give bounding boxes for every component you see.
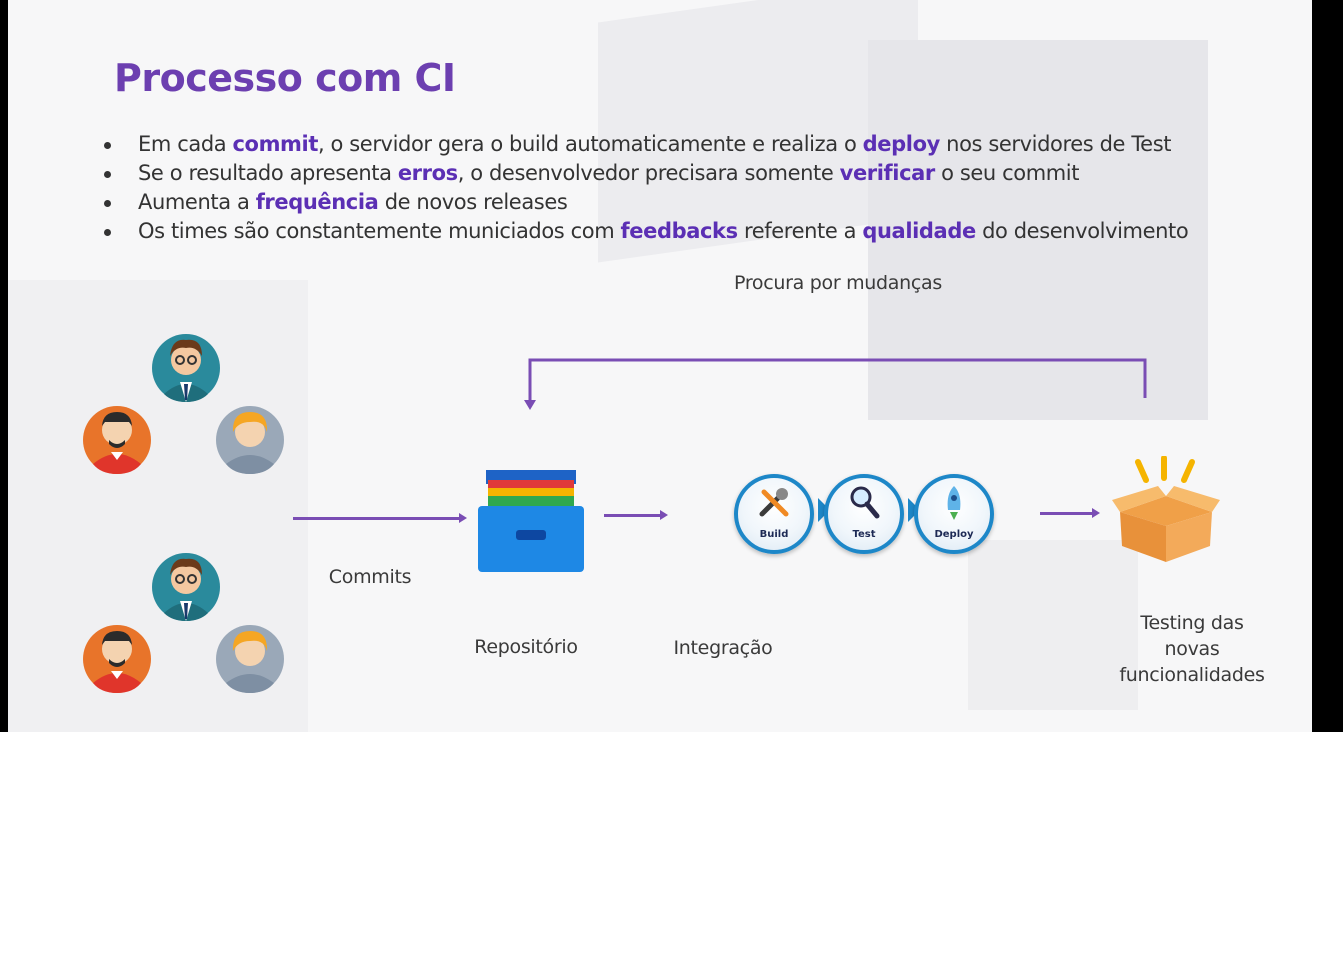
bullet-list: Em cada commit, o servidor gera o build … — [104, 130, 1284, 246]
bullet-item: Os times são constantemente municiados c… — [104, 217, 1284, 246]
bullet-text: , o desenvolvedor precisara somente — [457, 161, 840, 185]
bullet-text: do desenvolvimento — [975, 219, 1189, 243]
feedback-loop-arrow — [524, 358, 1147, 410]
bullet-text: Em cada — [138, 132, 233, 156]
test-stage-label: Test — [852, 529, 876, 540]
highlight-term: commit — [232, 132, 319, 156]
bullet-item: Em cada commit, o servidor gera o build … — [104, 130, 1284, 159]
bullet-item: Aumenta a frequência de novos releases — [104, 188, 1284, 217]
bullet-item: Se o resultado apresenta erros, o desenv… — [104, 159, 1284, 188]
commits-arrow — [293, 513, 467, 523]
highlight-term: feedbacks — [620, 219, 739, 243]
developer-avatar — [150, 330, 222, 402]
slide: Processo com CI Em cada commit, o servid… — [8, 0, 1312, 732]
background-shape — [968, 540, 1138, 710]
highlight-term: erros — [397, 161, 458, 185]
highlight-term: verificar — [839, 161, 936, 185]
bullet-text: , o servidor gera o build automaticament… — [317, 132, 863, 156]
developer-avatar — [214, 621, 286, 693]
testing-label-line: funcionalidades — [1119, 664, 1265, 686]
integration-label: Integração — [673, 637, 773, 659]
build-stage-label: Build — [759, 529, 789, 540]
loop-label: Procura por mudanças — [734, 272, 942, 294]
highlight-term: deploy — [862, 132, 941, 156]
deploy-stage-label: Deploy — [934, 529, 974, 540]
bullet-text: referente a — [737, 219, 863, 243]
deploy-stage: Deploy — [914, 474, 994, 554]
open-box-icon — [1108, 455, 1224, 566]
testing-label-line: Testing das — [1140, 612, 1244, 634]
magnifier-icon — [850, 486, 880, 519]
bullet-text: nos servidores de Test — [939, 132, 1172, 156]
test-stage: Test — [824, 474, 904, 554]
bullet-text: o seu commit — [934, 161, 1080, 185]
commits-label: Commits — [328, 566, 412, 588]
testing-arrow — [1040, 508, 1100, 518]
developer-avatar — [214, 402, 286, 474]
developer-avatar — [81, 621, 153, 693]
bullet-text: de novos releases — [378, 190, 568, 214]
testing-label: Testing das novas funcionalidades — [1098, 610, 1286, 688]
slide-title: Processo com CI — [114, 56, 456, 100]
developer-avatar — [81, 402, 153, 474]
wrench-screwdriver-icon — [759, 488, 789, 517]
repository-drawer-icon — [476, 466, 586, 574]
developer-avatar — [150, 549, 222, 621]
highlight-term: qualidade — [862, 219, 976, 243]
video-frame: Processo com CI Em cada commit, o servid… — [0, 0, 1343, 732]
background-shape — [868, 40, 1208, 420]
rocket-icon — [947, 486, 961, 520]
highlight-term: frequência — [255, 190, 379, 214]
bullet-text: Os times são constantemente municiados c… — [138, 219, 621, 243]
bullet-text: Se o resultado apresenta — [138, 161, 398, 185]
build-stage: Build — [734, 474, 814, 554]
integration-arrow — [604, 510, 668, 520]
testing-label-line: novas — [1164, 638, 1220, 660]
repository-label: Repositório — [474, 636, 578, 658]
bullet-text: Aumenta a — [138, 190, 256, 214]
